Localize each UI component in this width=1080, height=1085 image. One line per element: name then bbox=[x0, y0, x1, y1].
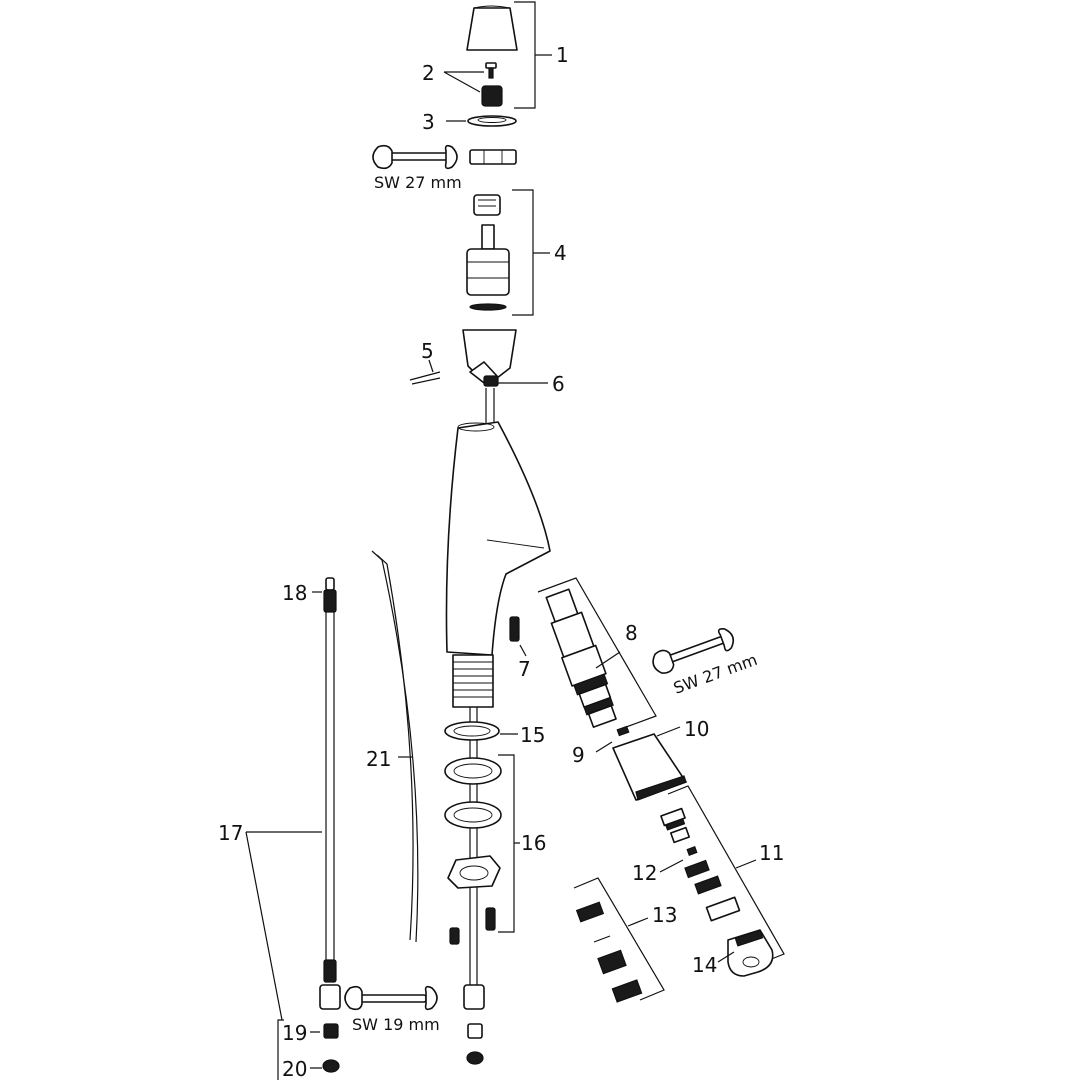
wrench-size-bottom: SW 19 mm bbox=[352, 1015, 440, 1034]
part-19-nipple[interactable] bbox=[323, 1023, 339, 1039]
part-8-spray-cartridge[interactable] bbox=[541, 587, 622, 729]
part-14-spray-face[interactable] bbox=[727, 929, 774, 977]
part-2-screw[interactable] bbox=[485, 62, 497, 79]
part-11-spray-head-parts[interactable] bbox=[660, 807, 741, 922]
callout-label-11: 11 bbox=[759, 841, 784, 865]
callout-15: 15 bbox=[500, 723, 545, 747]
callout-9: 9 bbox=[572, 741, 613, 767]
callout-label-16: 16 bbox=[521, 831, 546, 855]
callout-label-7: 7 bbox=[518, 657, 531, 681]
callout-label-20: 20 bbox=[282, 1057, 307, 1080]
callout-7: 7 bbox=[518, 644, 531, 681]
callout-label-1: 1 bbox=[556, 43, 569, 67]
part-1-handle-cap[interactable] bbox=[466, 5, 518, 51]
callout-4: 4 bbox=[512, 189, 567, 316]
part-5-clip[interactable] bbox=[409, 371, 441, 385]
callout-6: 6 bbox=[498, 372, 565, 396]
callout-label-6: 6 bbox=[552, 372, 565, 396]
callout-label-12: 12 bbox=[632, 861, 657, 885]
callout-label-13: 13 bbox=[652, 903, 677, 927]
callout-label-2: 2 bbox=[422, 61, 435, 85]
callout-10: 10 bbox=[656, 717, 709, 741]
callout-5: 5 bbox=[421, 339, 434, 373]
callout-label-10: 10 bbox=[684, 717, 709, 741]
part-2-adapter[interactable] bbox=[481, 85, 503, 107]
part-20-filter[interactable] bbox=[322, 1059, 340, 1073]
callout-2: 2 bbox=[422, 61, 484, 93]
faucet-body[interactable] bbox=[445, 421, 551, 708]
part-21-pullout-hose[interactable] bbox=[371, 550, 419, 943]
part-17-supply-hose[interactable] bbox=[319, 577, 341, 1010]
part-16-mounting-set[interactable] bbox=[444, 757, 502, 945]
callout-13: 13 bbox=[573, 877, 677, 1001]
callout-label-9: 9 bbox=[572, 743, 585, 767]
callout-16: 16 bbox=[498, 754, 546, 933]
part-6-diverter-body[interactable] bbox=[462, 329, 517, 424]
center-supply-hose[interactable] bbox=[463, 707, 485, 1065]
callout-1: 1 bbox=[514, 1, 569, 109]
callout-21: 21 bbox=[366, 747, 412, 771]
callout-11: 11 bbox=[667, 785, 785, 963]
part-3-cover-ring[interactable] bbox=[467, 115, 517, 127]
wrench-icon-right bbox=[652, 628, 735, 674]
part-9-seal[interactable] bbox=[616, 725, 630, 737]
wrench-icon-top bbox=[372, 144, 458, 170]
callout-8: 8 bbox=[537, 577, 657, 731]
callout-label-15: 15 bbox=[520, 723, 545, 747]
callout-label-8: 8 bbox=[625, 621, 638, 645]
callout-label-17: 17 bbox=[218, 821, 243, 845]
callout-14: 14 bbox=[692, 951, 735, 977]
part-13-aerator-set[interactable] bbox=[575, 901, 643, 1003]
callout-12: 12 bbox=[632, 859, 684, 885]
callout-label-21: 21 bbox=[366, 747, 391, 771]
callout-label-18: 18 bbox=[282, 581, 307, 605]
callout-17: 17 bbox=[218, 821, 322, 1021]
callout-label-3: 3 bbox=[422, 110, 435, 134]
part-7-spring[interactable] bbox=[509, 616, 520, 642]
callout-label-19: 19 bbox=[282, 1021, 307, 1045]
wrench-icon-bottom bbox=[344, 985, 438, 1011]
callout-label-5: 5 bbox=[421, 339, 434, 363]
callout-label-14: 14 bbox=[692, 953, 717, 977]
part-10-sleeve[interactable] bbox=[612, 733, 687, 801]
callout-18: 18 bbox=[282, 581, 322, 605]
lock-nut[interactable] bbox=[469, 149, 517, 165]
callout-19-20: 19 20 bbox=[277, 1019, 322, 1081]
part-15-washer[interactable] bbox=[444, 721, 500, 741]
part-4-cartridge[interactable] bbox=[466, 194, 510, 311]
callout-3: 3 bbox=[422, 110, 466, 134]
wrench-size-top: SW 27 mm bbox=[374, 173, 462, 192]
callout-label-4: 4 bbox=[554, 241, 567, 265]
